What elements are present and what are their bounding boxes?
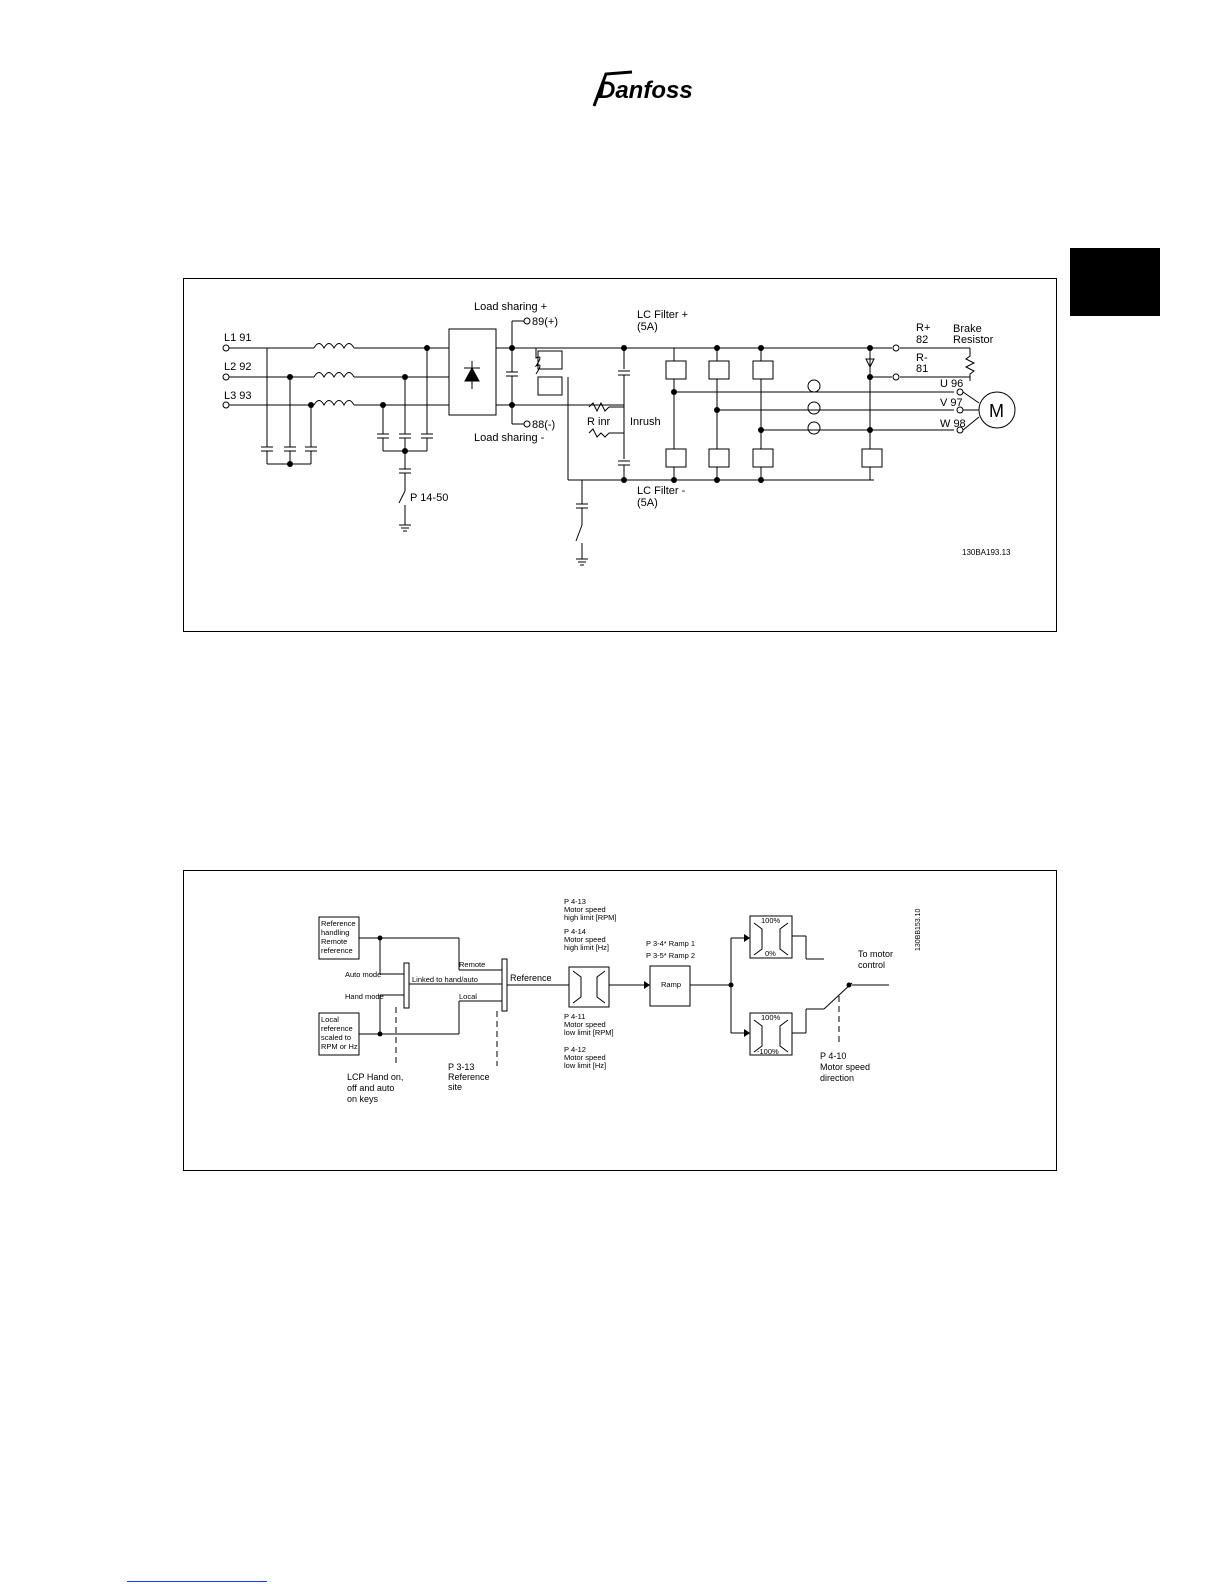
reference-handling-diagram: Reference handling Remote reference Loca… (183, 870, 1057, 1171)
p414-3: high limit [Hz] (564, 943, 609, 952)
label-w98: W 98 (940, 418, 966, 430)
ref-local-2: reference (321, 1024, 353, 1033)
p411-3: low limit [RPM] (564, 1028, 614, 1037)
label-bot-100: 100% (761, 1013, 781, 1022)
label-r-plus: R+ (916, 322, 930, 334)
danfoss-logo: Danfoss (588, 66, 698, 110)
p313-2: Reference (448, 1072, 490, 1082)
to-motor-2: control (858, 960, 885, 970)
lcp-2: off and auto (347, 1083, 394, 1093)
label-resistor: Resistor (953, 334, 994, 346)
p313-1: P 3-13 (448, 1062, 474, 1072)
figure1-code: 130BA193.13 (962, 548, 1011, 557)
ref-local-3: scaled to (321, 1033, 351, 1042)
p412-2: Motor speed (564, 1053, 606, 1062)
label-v97: V 97 (940, 397, 963, 409)
power-circuit-diagram: L1 91 L2 92 L3 93 Load sharing + Load sh… (183, 278, 1057, 632)
lcp-1: LCP Hand on, (347, 1072, 403, 1082)
label-load-sharing-minus: Load sharing - (474, 432, 545, 444)
ref-remote-2: handling (321, 928, 349, 937)
label-bot-m100: -100% (757, 1047, 779, 1056)
label-lc-plus: LC Filter + (637, 309, 688, 321)
p412-1: P 4-12 (564, 1045, 586, 1054)
p313-3: site (448, 1082, 462, 1092)
label-r82: 82 (916, 334, 928, 346)
p412-3: low limit [Hz] (564, 1061, 606, 1070)
p413-1: P 4-13 (564, 897, 586, 906)
label-l1: L1 91 (224, 332, 252, 344)
p414-1: P 4-14 (564, 927, 586, 936)
ref-local-4: RPM or Hz (321, 1042, 358, 1051)
ref-local-1: Local (321, 1015, 339, 1024)
label-t89: 89(+) (532, 316, 558, 328)
label-l2: L2 92 (224, 361, 252, 373)
label-u96: U 96 (940, 378, 963, 390)
label-auto-mode: Auto mode (345, 970, 381, 979)
lcp-3: on keys (347, 1094, 379, 1104)
label-t88: 88(-) (532, 419, 555, 431)
p411-2: Motor speed (564, 1020, 606, 1029)
p410-3: direction (820, 1073, 854, 1083)
p410-1: P 4-10 (820, 1051, 846, 1061)
label-linked: Linked to hand/auto (412, 975, 478, 984)
label-lc-minus-a: (5A) (637, 497, 658, 509)
to-motor-1: To motor (858, 949, 893, 959)
ref-remote-4: reference (321, 946, 353, 955)
label-l3: L3 93 (224, 390, 252, 402)
label-inrush: Inrush (630, 416, 661, 428)
label-load-sharing-plus: Load sharing + (474, 301, 547, 313)
label-ramp2: P 3-5* Ramp 2 (646, 951, 695, 960)
p411-1: P 4-11 (564, 1012, 585, 1021)
label-local: Local (459, 992, 477, 1001)
label-ramp: Ramp (661, 980, 681, 989)
p414-2: Motor speed (564, 935, 606, 944)
figure2-code: 130BB153.10 (915, 908, 922, 951)
label-lc-plus-a: (5A) (637, 321, 658, 333)
label-motor: M (989, 401, 1004, 421)
label-r81: 81 (916, 363, 928, 375)
label-brake: Brake (953, 323, 982, 335)
label-top-100: 100% (761, 916, 781, 925)
ref-remote-3: Remote (321, 937, 347, 946)
footer-link-underline (127, 1581, 267, 1582)
label-hand-mode: Hand mode (345, 992, 384, 1001)
p413-2: Motor speed (564, 905, 606, 914)
chapter-tab (1070, 248, 1160, 316)
label-remote: Remote (459, 960, 485, 969)
label-top-0: 0% (765, 949, 776, 958)
label-reference: Reference (510, 973, 552, 983)
ref-remote-1: Reference (321, 919, 356, 928)
label-ramp1: P 3-4* Ramp 1 (646, 939, 695, 948)
label-r-inr: R inr (587, 416, 611, 428)
label-lc-minus: LC Filter - (637, 485, 686, 497)
logo-text: Danfoss (598, 77, 693, 104)
p410-2: Motor speed (820, 1062, 870, 1072)
label-p1450: P 14-50 (410, 492, 448, 504)
label-r-minus: R- (916, 352, 928, 364)
p413-3: high limit [RPM] (564, 913, 617, 922)
